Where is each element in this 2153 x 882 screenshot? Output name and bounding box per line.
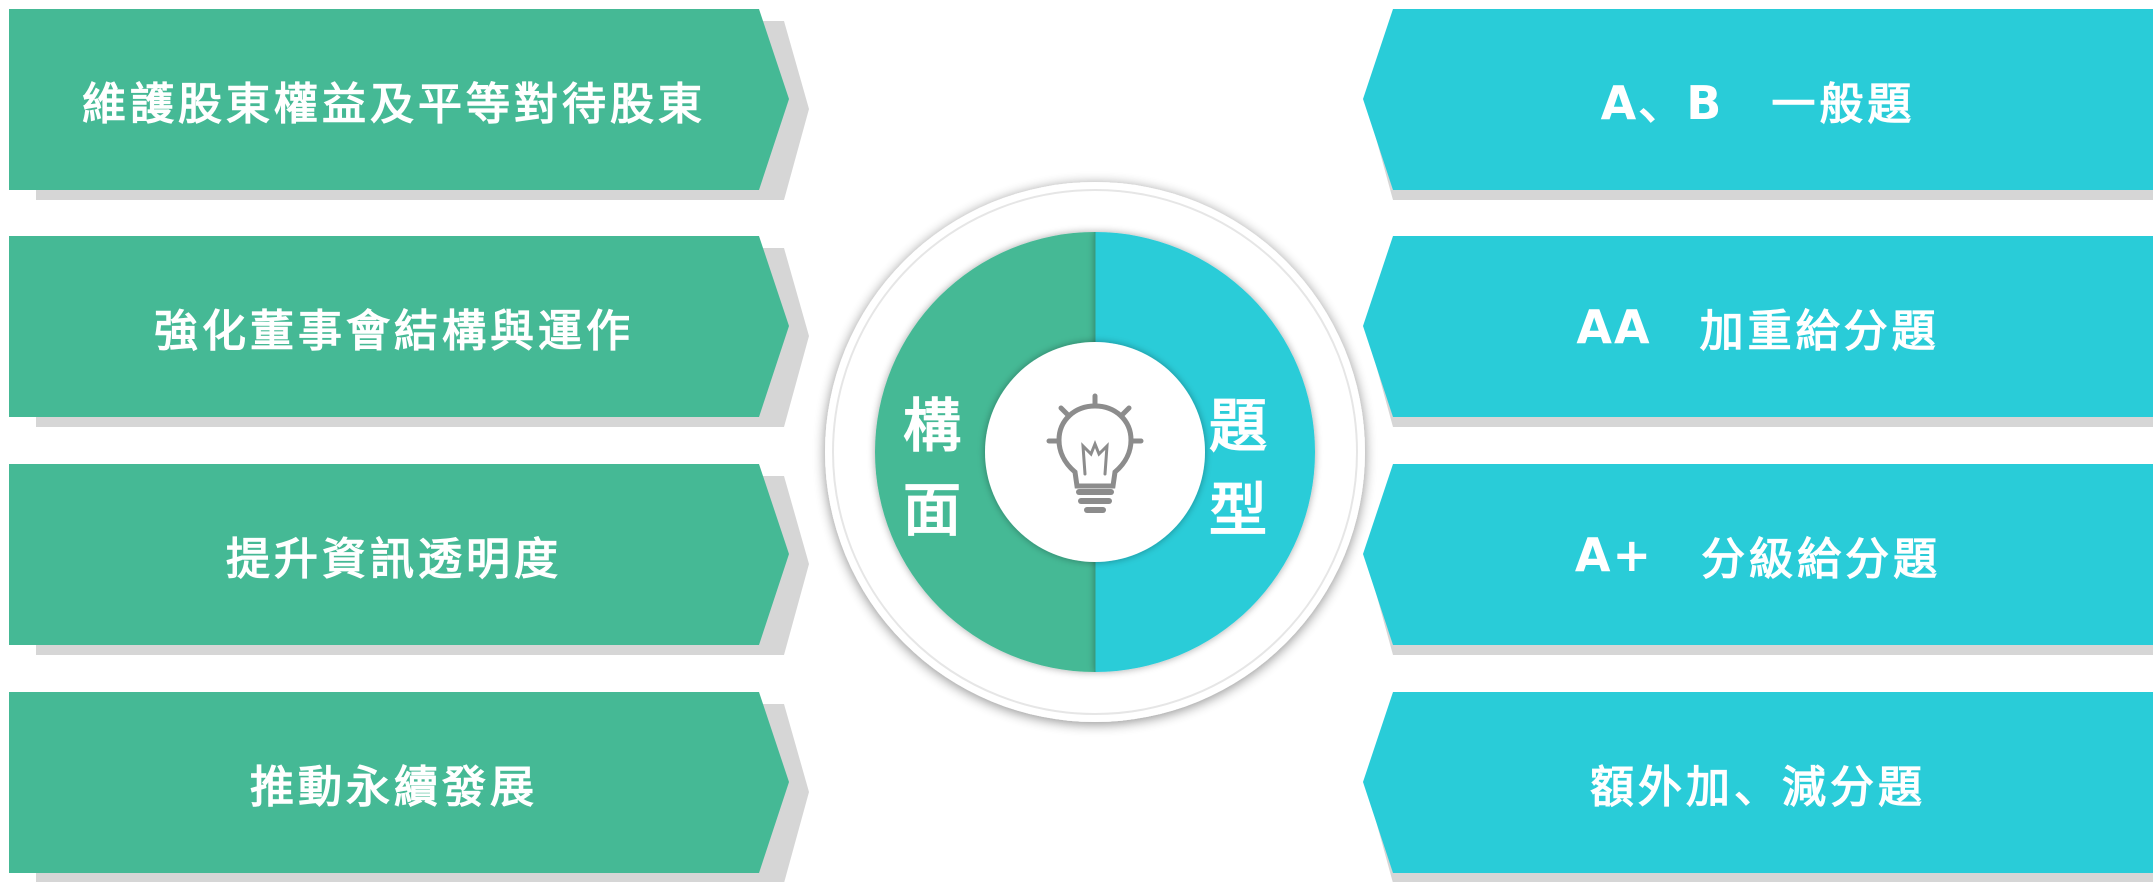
left-banner-label: 維護股東權益及平等對待股東 bbox=[82, 78, 706, 130]
dimension-title-char: 面 bbox=[902, 476, 961, 544]
right-banner-label: AA 加重給分題 bbox=[1363, 236, 2153, 417]
right-banner-label: A、B 一般題 bbox=[1363, 9, 2153, 190]
right-banner-shape bbox=[1363, 692, 2153, 882]
left-banner-4: 推動永續發展 bbox=[9, 692, 809, 882]
question-type-title: 題 型 bbox=[1203, 384, 1273, 552]
question-type-label: 額外加、減分題 bbox=[1590, 761, 1926, 813]
center-circle bbox=[825, 182, 1365, 722]
left-banner-shape bbox=[9, 464, 809, 655]
question-type-title-char: 題 bbox=[1208, 392, 1267, 460]
dimension-title-char: 構 bbox=[902, 392, 961, 460]
right-banner-4: 額外加、減分題 bbox=[1363, 692, 2153, 882]
left-banner-label: 強化董事會結構與運作 bbox=[154, 305, 634, 357]
question-type-code: A+ bbox=[1574, 527, 1654, 582]
left-banner-2: 強化董事會結構與運作 bbox=[9, 236, 809, 427]
left-banner-label: 提升資訊透明度 bbox=[226, 533, 562, 585]
question-type-label: 一般題 bbox=[1771, 78, 1916, 130]
question-type-label: 加重給分題 bbox=[1699, 305, 1940, 357]
left-banner-1: 維護股東權益及平等對待股東 bbox=[9, 9, 809, 200]
lightbulb-icon bbox=[1046, 393, 1144, 513]
question-type-label: 分級給分題 bbox=[1701, 533, 1942, 585]
right-banner-label: 額外加、減分題 bbox=[1363, 692, 2153, 873]
right-banner-1: A、B 一般題 bbox=[1363, 9, 2153, 200]
inner-circle bbox=[985, 342, 1205, 562]
right-banner-label: A+ 分級給分題 bbox=[1363, 464, 2153, 645]
left-banner-shape bbox=[9, 236, 809, 427]
right-banner-shape bbox=[1363, 236, 2153, 427]
left-banner-shape bbox=[9, 692, 809, 882]
right-banner-2: AA 加重給分題 bbox=[1363, 236, 2153, 427]
right-banner-shape bbox=[1363, 464, 2153, 655]
right-banner-3: A+ 分級給分題 bbox=[1363, 464, 2153, 655]
dimension-title: 構 面 bbox=[897, 384, 967, 552]
question-type-code: A、B bbox=[1600, 75, 1724, 130]
left-banner-label: 推動永續發展 bbox=[250, 761, 538, 813]
left-banner-shape bbox=[9, 9, 809, 200]
question-type-code: AA bbox=[1576, 299, 1652, 354]
left-banner-3: 提升資訊透明度 bbox=[9, 464, 809, 655]
right-banner-shape bbox=[1363, 9, 2153, 200]
question-type-title-char: 型 bbox=[1208, 476, 1267, 544]
